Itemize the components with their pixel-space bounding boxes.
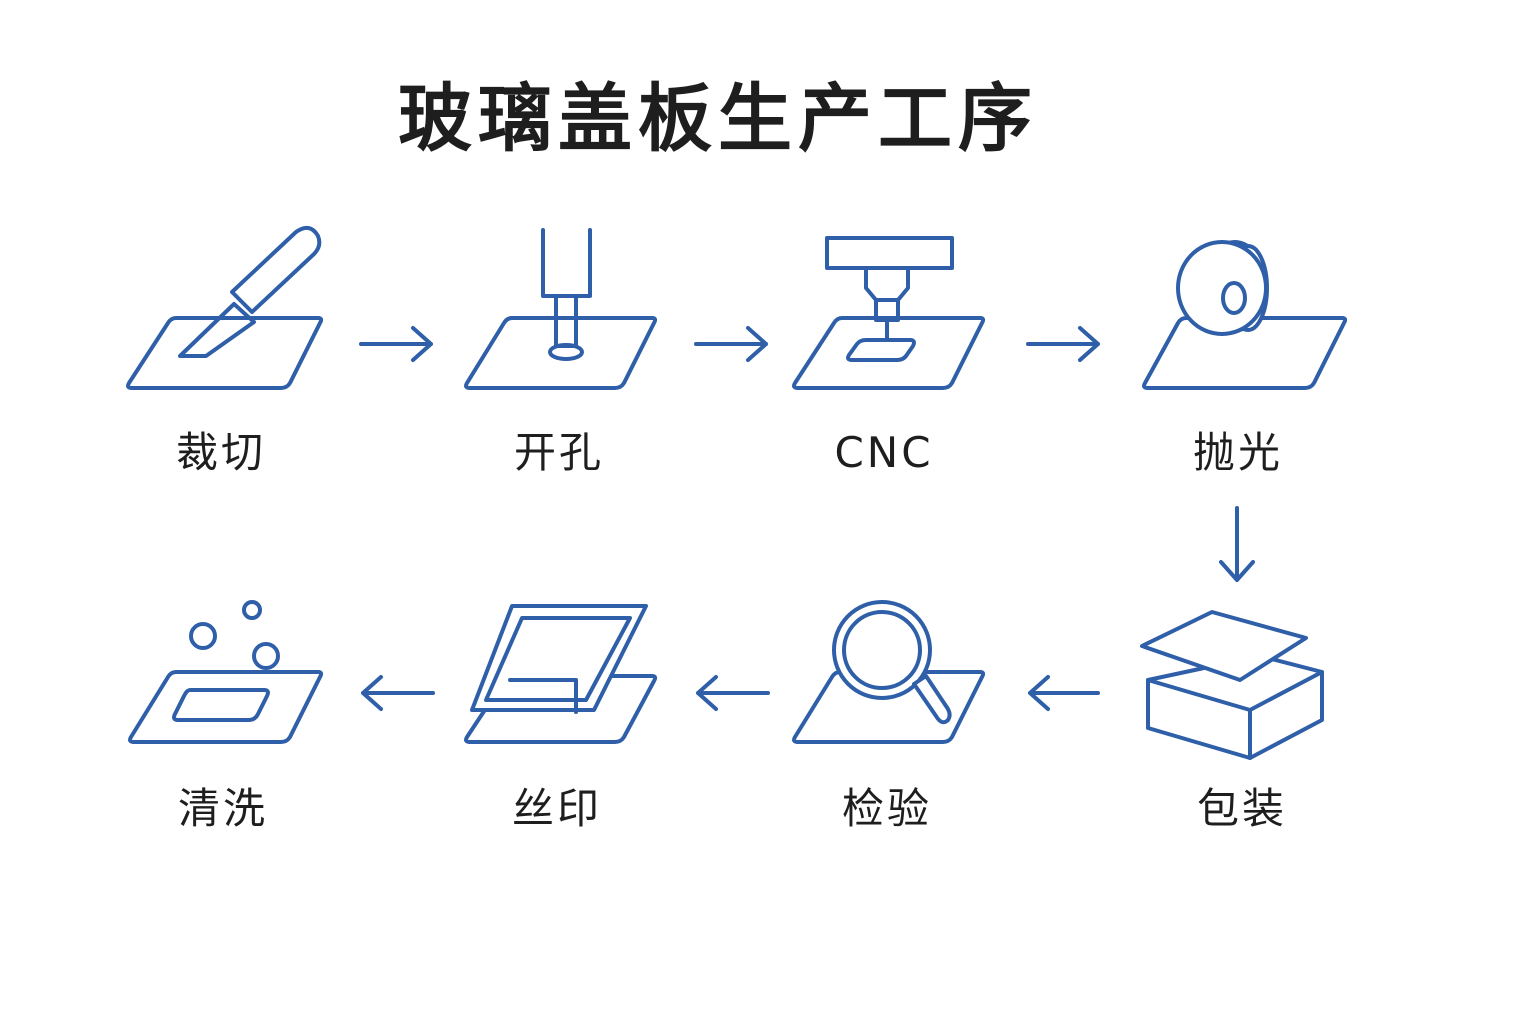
drilling-icon [464,228,658,390]
screen-printing-icon [464,604,658,744]
arrow-left-1-icon [1028,675,1100,711]
arrow-left-3-icon [361,675,435,711]
arrow-right-3-icon [1026,326,1100,362]
diagram-title: 玻璃盖板生产工序 [398,76,1038,162]
stage-label-cleaning: 清洗 [177,784,268,833]
stage-label-polishing: 抛光 [1192,428,1283,477]
magnifier-inspection-icon [792,600,986,744]
stage-label-drilling: 开孔 [513,428,604,477]
stage-label-inspection: 检验 [841,784,932,833]
cnc-machine-icon [792,236,986,390]
arrow-right-1-icon [359,326,433,362]
arrow-left-2-icon [696,675,770,711]
stage-label-cnc: CNC [834,428,934,477]
arrow-right-2-icon [694,326,768,362]
packaging-box-icon [1140,610,1324,760]
cutting-knife-icon [126,225,324,390]
stage-label-cutting: 裁切 [175,428,266,477]
stage-label-screen-printing: 丝印 [511,784,602,833]
cleaning-bubbles-icon [128,600,324,744]
arrow-down-icon [1219,506,1255,582]
polishing-wheel-icon [1142,240,1348,390]
stage-label-packaging: 包装 [1196,784,1287,833]
